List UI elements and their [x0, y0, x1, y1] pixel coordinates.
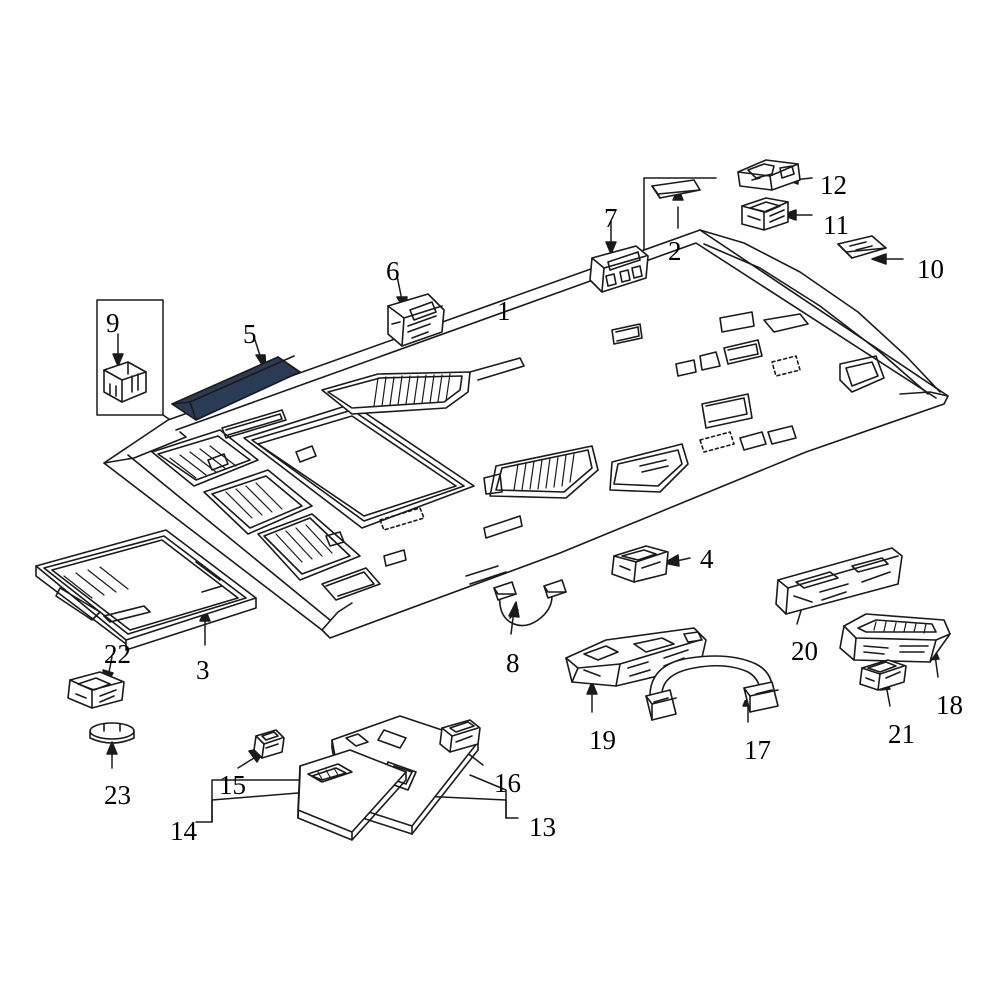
part-14-sun-visor-left — [297, 749, 407, 841]
part-15-visor-clip — [253, 729, 285, 759]
part-3-sunshade-panel — [35, 529, 257, 651]
callout-7: 7 — [604, 203, 618, 233]
callout-10: 10 — [917, 254, 944, 284]
callout-5: 5 — [243, 319, 257, 349]
part-10-trim-strip — [837, 235, 887, 259]
callout-2: 2 — [668, 236, 682, 266]
callout-13: 13 — [529, 812, 556, 842]
headliner-main-panel — [103, 229, 949, 639]
callout-21: 21 — [888, 719, 915, 749]
callout-20: 20 — [791, 636, 818, 666]
callout-8: 8 — [506, 648, 520, 678]
callout-4: 4 — [700, 544, 714, 574]
callout-6: 6 — [386, 256, 400, 286]
part-6-bracket-upper — [387, 293, 445, 347]
part-17-assist-grip — [645, 655, 779, 721]
part-5-rail-molding — [171, 355, 301, 421]
part-16-visor-support-clip — [439, 719, 481, 753]
callout-15: 15 — [219, 770, 246, 800]
part-20-side-rail-trim — [775, 547, 903, 615]
part-12-console-switch — [737, 159, 801, 191]
callout-18: 18 — [936, 690, 963, 720]
part-11-lamp-lens — [741, 197, 789, 231]
callout-3: 3 — [196, 655, 210, 685]
part-21-lamp-bracket — [859, 659, 907, 691]
part-8-wire-harness — [493, 579, 567, 627]
callout-22: 22 — [104, 639, 131, 669]
part-23-plug-cap — [89, 722, 135, 744]
callout-11: 11 — [823, 210, 849, 240]
callout-9: 9 — [106, 308, 120, 338]
part-7-lamp-assembly — [589, 245, 649, 293]
callout-12: 12 — [820, 170, 847, 200]
callout-19: 19 — [589, 725, 616, 755]
part-2-roof-clip — [651, 179, 701, 199]
part-9-retainer-clip — [103, 361, 147, 403]
callout-17: 17 — [744, 735, 771, 765]
callout-1: 1 — [497, 296, 511, 326]
part-18-console-lamp — [839, 613, 951, 663]
part-4-handle-cover — [611, 545, 669, 583]
part-22-clip-retainer — [67, 671, 125, 709]
callout-16: 16 — [494, 768, 521, 798]
callout-23: 23 — [104, 780, 131, 810]
callout-14: 14 — [170, 816, 197, 846]
